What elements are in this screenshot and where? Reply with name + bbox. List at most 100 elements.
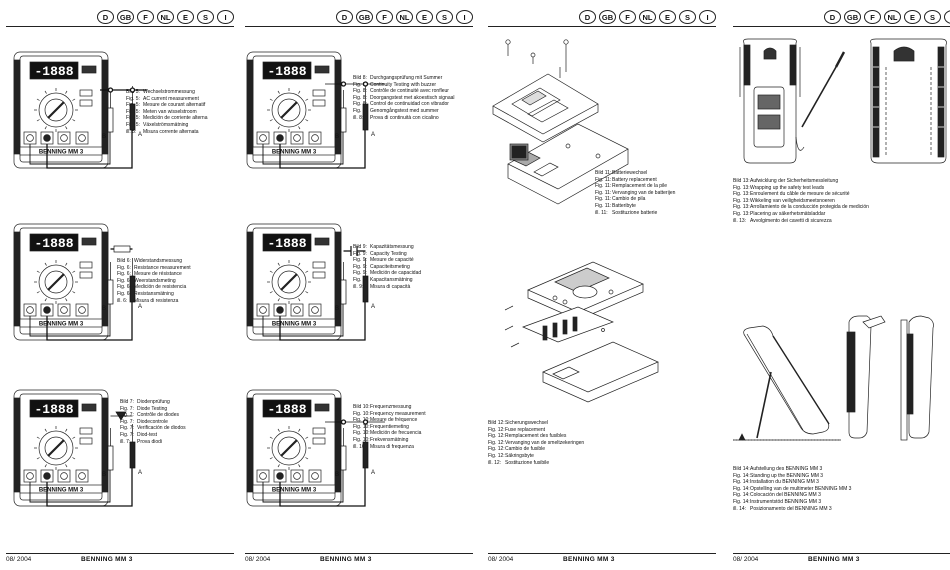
caption-line: Fig. 14:Colocación del BENNING MM 3: [733, 492, 851, 499]
caption-figure-number: Fig. 6:: [117, 290, 131, 297]
caption-text: Continuity Testing with buzzer: [370, 81, 437, 88]
caption-line: Fig. 10:Frekvensmätning: [353, 437, 426, 444]
caption-figure-number: ill. 8:: [353, 114, 364, 121]
caption-text: Växelströmsmätning: [143, 121, 189, 128]
socket-hole: [60, 306, 68, 314]
caption-figure-number: Fig. 7:: [120, 405, 134, 412]
caption-text: Doorgangstest met akoestisch signaal: [370, 94, 455, 101]
probe-label-a: A: [371, 470, 375, 476]
caption-line: Fig. 11:Vervanging van de batterijen: [595, 190, 675, 197]
caption-line: Fig. 13:Enroulement du câble de mesure d…: [733, 191, 869, 198]
probe-label-a: A: [138, 470, 142, 476]
fuse-replacement-illustration: [504, 261, 659, 403]
caption-figure-number: Fig. 10:: [353, 423, 370, 430]
caption-line: Fig. 9:Capaciteitsmeting: [353, 264, 421, 271]
language-d-badge: D: [579, 10, 596, 24]
caption-line: Fig. 11:Cambio de pila: [595, 196, 675, 203]
hold-button: [314, 403, 330, 412]
test-lead-red: [29, 132, 111, 165]
socket-hole: [293, 306, 301, 314]
caption-line: Fig. 7:Diodecontrole: [120, 419, 186, 426]
caption-figure-number: Fig. 8:: [353, 94, 367, 101]
caption-text: Capacity Testing: [370, 250, 407, 257]
footer-date: 08/ 2004: [733, 556, 759, 563]
caption-line: Fig. 6:Weerstandsmeting: [117, 278, 191, 285]
socket-hole: [26, 472, 34, 480]
language-e-badge: E: [416, 10, 433, 24]
brand-bar: [252, 146, 336, 156]
caption-text: Medición de corriente alterna: [143, 115, 208, 122]
caption-figure-number: Fig. 13:: [733, 191, 750, 198]
caption-text: Cambio de fusible: [505, 446, 546, 453]
caption-figure-number: Fig. 11:: [595, 196, 612, 203]
caption-text: Batteriewechsel: [612, 170, 648, 176]
test-lead-red: [262, 304, 344, 337]
caption-text: Battery replacement: [612, 176, 657, 183]
lcd-readout: -1888: [34, 402, 73, 417]
rotary-pointer: [280, 273, 298, 291]
caption-text: Misura di resistenza: [134, 297, 179, 304]
test-lead-black: [46, 302, 133, 341]
probe-b: [107, 445, 114, 471]
socket-hole: [276, 472, 284, 480]
rotary-pointer: [47, 273, 65, 291]
footer-date: 08/ 2004: [6, 556, 32, 563]
test-lead-black: [279, 130, 366, 169]
caption-line: Fig. 14:Opstelling van de multimeter BEN…: [733, 486, 851, 493]
language-nl-badge: NL: [884, 10, 901, 24]
caption-line: Fig. 14:Standing up the BENNING MM 3: [733, 473, 851, 480]
probe-b: [107, 279, 114, 305]
socket-hole: [78, 306, 86, 314]
socket-hole: [259, 472, 267, 480]
caption-line: Fig. 6:Resistansmätning: [117, 291, 191, 298]
caption-line: Fig. 12:Vervanging van de smeltzekeringe…: [488, 440, 584, 447]
caption-figure-number: Fig. 7:: [120, 431, 134, 438]
caption-figure-number: Fig. 14:: [733, 485, 750, 492]
socket-hole: [60, 472, 68, 480]
caption-text: Misura di frequenza: [370, 443, 414, 450]
brand-label: BENNING MM 3: [272, 488, 317, 494]
test-lead-black: [46, 468, 133, 507]
caption-line: Fig. 13:Wrapping up the safety test lead…: [733, 185, 869, 192]
caption-figure-number: Bild 12:: [488, 420, 505, 426]
caption-figure-number: Fig. 12:: [488, 439, 505, 446]
brand-label: BENNING MM 3: [39, 150, 84, 156]
probe-label-a: A: [371, 304, 375, 310]
caption-figure-number: Bild 7:: [120, 399, 134, 405]
caption-line: ill. 8:Prova di continuità con cicalino: [353, 115, 455, 122]
caption-text: Widerstandsmessung: [134, 258, 183, 264]
caption-figure-number: Fig. 6:: [117, 271, 131, 278]
function-button: [312, 271, 326, 279]
language-s-badge: S: [436, 10, 453, 24]
function-button: [312, 437, 326, 445]
language-nl-badge: NL: [157, 10, 174, 24]
caption-line: Fig. 8:Doorgangstest met akoestisch sign…: [353, 95, 455, 102]
header-rule: [488, 26, 716, 27]
caption-line: Bild 6:Widerstandsmessung: [117, 258, 191, 265]
caption-line: Fig. 10:Frequency measurement: [353, 411, 426, 418]
caption-text: Contrôle de diodes: [137, 412, 179, 419]
language-s-badge: S: [679, 10, 696, 24]
caption-text: Arrollamiento de la conducción protegida…: [750, 204, 869, 211]
hold-button: [314, 237, 330, 246]
caption-line: ill. 13:Avvolgimento dei cavetti di sicu…: [733, 218, 869, 225]
language-e-badge: E: [904, 10, 921, 24]
caption-figure-number: Fig. 10:: [353, 417, 370, 424]
caption-text: Wrapping up the safety test leads: [750, 184, 825, 191]
function-button: [79, 271, 93, 279]
caption-figure-number: ill. 10:: [353, 443, 367, 450]
caption-text: Wikkeling van veiligheidsmeetsnoeren: [750, 197, 835, 204]
caption-figure-number: Bild 6:: [117, 258, 131, 264]
brand-bar: [252, 318, 336, 328]
caption-figure-number: Fig. 14:: [733, 472, 750, 479]
caption-figure-number: Fig. 10:: [353, 410, 370, 417]
caption-figure-number: Bild 10:: [353, 404, 370, 410]
caption-text: Kapacitansmätning: [370, 276, 413, 283]
language-i-badge: I: [217, 10, 234, 24]
caption-text: Enroulement du câble de mesure de sécuri…: [750, 191, 850, 198]
caption-figure-number: Fig. 6:: [117, 264, 131, 271]
caption-figure-number: Fig. 13:: [733, 210, 750, 217]
lcd-readout: -1888: [267, 236, 306, 251]
